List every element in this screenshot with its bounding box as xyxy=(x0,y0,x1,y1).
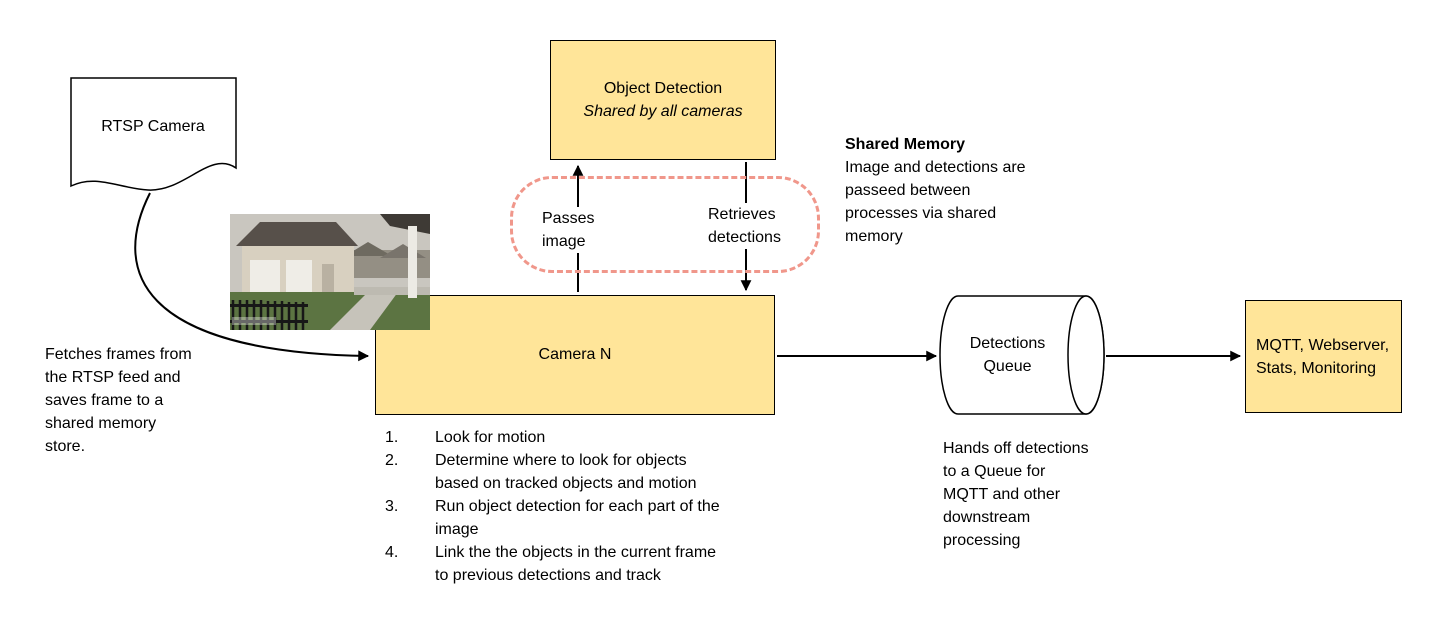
retrieves-detections-label: Retrieves detections xyxy=(706,203,783,249)
mqtt-node: MQTT, Webserver, Stats, Monitoring xyxy=(1245,300,1402,413)
step-number: 1. xyxy=(385,429,399,446)
camera-step: 4. Link the the objects in the current f… xyxy=(385,541,755,587)
step-number: 4. xyxy=(385,544,399,561)
passes-image-label: Passes image xyxy=(540,207,597,253)
camera-snapshot-art xyxy=(230,214,430,330)
camera-steps-list: 1. Look for motion 2. Determine where to… xyxy=(385,426,755,587)
fetch-frames-note: Fetches frames from the RTSP feed and sa… xyxy=(45,346,192,455)
queue-handoff-note: Hands off detections to a Queue for MQTT… xyxy=(943,440,1089,549)
arrow-rtsp-to-camera xyxy=(134,192,370,362)
object-detection-subtitle: Shared by all cameras xyxy=(583,103,743,120)
shared-memory-boundary xyxy=(510,176,820,273)
detections-queue-label: Detections Queue xyxy=(969,335,1046,375)
shared-memory-description: Image and detections are passeed between… xyxy=(845,159,1026,245)
step-text: Look for motion xyxy=(435,429,546,446)
rtsp-camera-label: RTSP Camera xyxy=(101,117,205,135)
step-text: Link the the objects in the current fram… xyxy=(435,544,717,584)
mqtt-label: MQTT, Webserver, Stats, Monitoring xyxy=(1256,336,1390,377)
camera-step: 3. Run object detection for each part of… xyxy=(385,495,755,541)
detections-queue-cylinder-cap xyxy=(1067,295,1105,415)
step-number: 2. xyxy=(385,452,399,469)
step-text: Determine where to look for objects base… xyxy=(435,452,697,492)
shared-memory-annotation: Shared Memory Image and detections are p… xyxy=(845,133,1055,248)
camera-n-label: Camera N xyxy=(538,346,612,363)
camera-snapshot-image xyxy=(230,214,430,330)
camera-n-node: Camera N xyxy=(375,295,775,415)
camera-step: 2. Determine where to look for objects b… xyxy=(385,449,755,495)
step-number: 3. xyxy=(385,498,399,515)
rtsp-camera-document-shape xyxy=(70,77,237,191)
shared-memory-title: Shared Memory xyxy=(845,136,966,153)
camera-step: 1. Look for motion xyxy=(385,426,755,449)
step-text: Run object detection for each part of th… xyxy=(435,498,720,538)
object-detection-node: Object Detection Shared by all cameras xyxy=(550,40,776,160)
object-detection-title: Object Detection xyxy=(603,80,723,97)
